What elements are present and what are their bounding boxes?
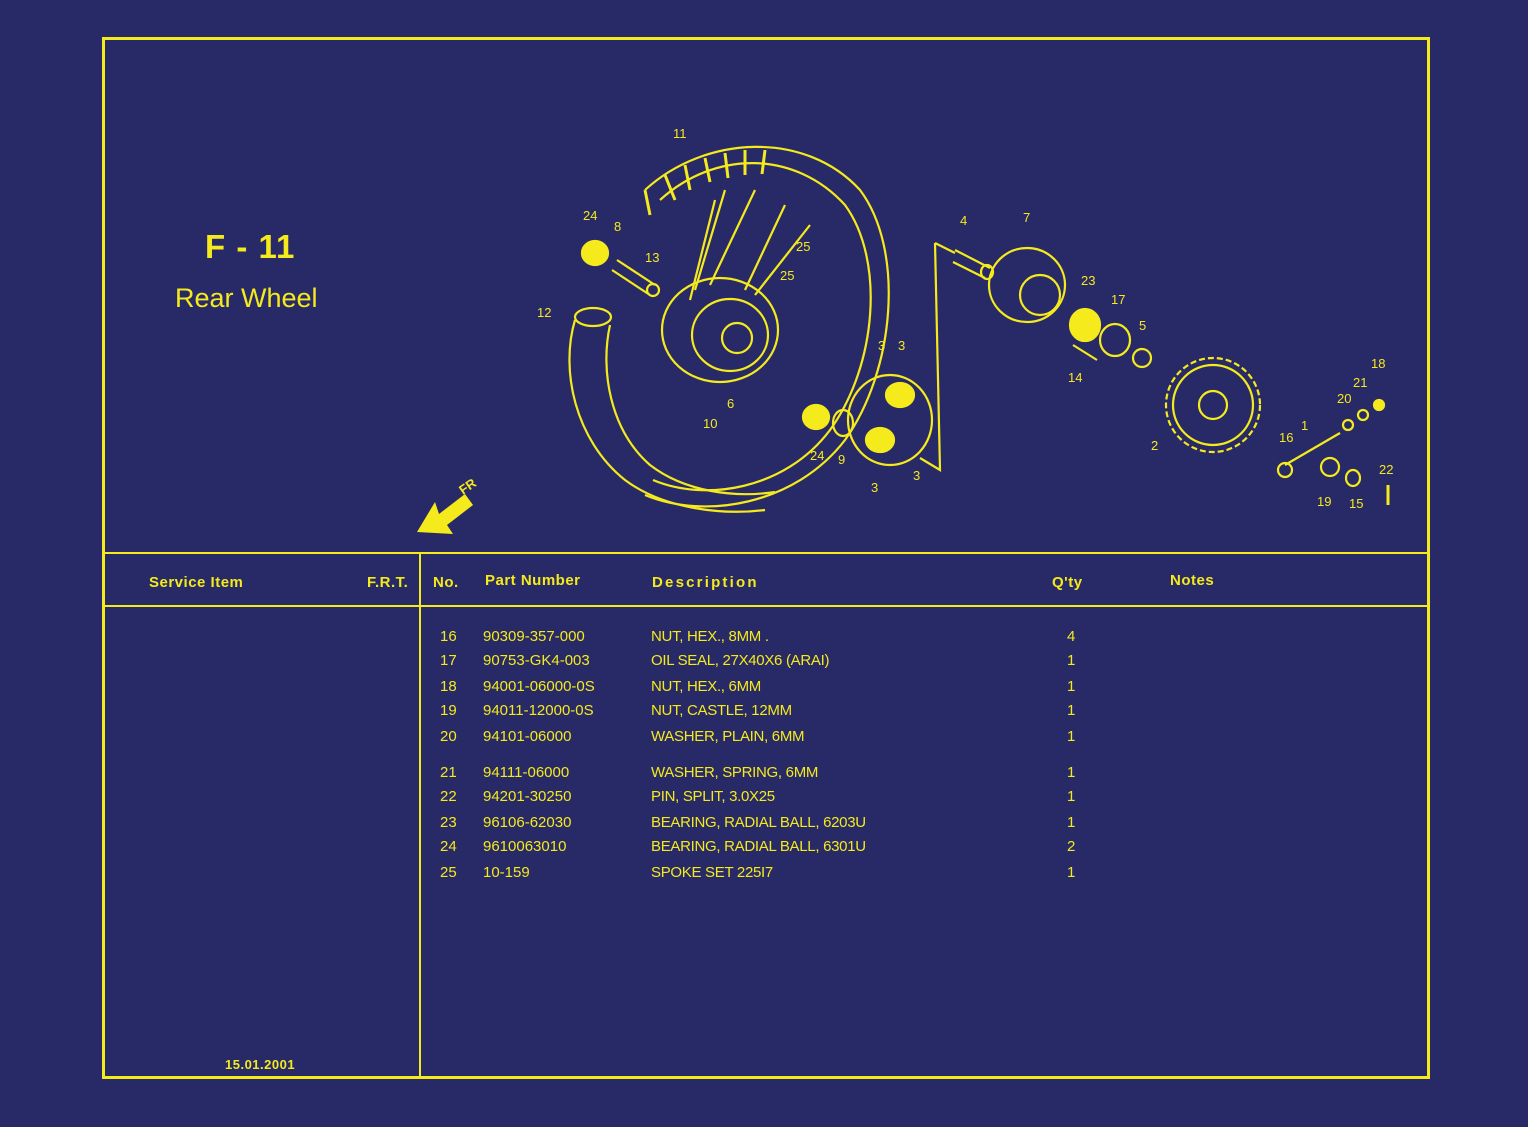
cell-qty: 1 <box>1067 728 1076 745</box>
cell-no: 23 <box>440 814 457 831</box>
svg-text:7: 7 <box>1023 210 1030 225</box>
cell-no: 22 <box>440 788 457 805</box>
divider <box>105 605 1427 607</box>
cell-part-number: 90309-357-000 <box>483 628 585 645</box>
cell-no: 19 <box>440 702 457 719</box>
cell-part-number: 94011-12000-0S <box>483 702 594 719</box>
svg-text:4: 4 <box>960 213 967 228</box>
header-frt: F.R.T. <box>367 574 409 591</box>
cell-part-number: 94111-06000 <box>483 764 570 781</box>
header-qty: Q'ty <box>1052 574 1083 591</box>
cell-qty: 1 <box>1067 764 1076 781</box>
cell-no: 20 <box>440 728 457 745</box>
cell-part-number: 94201-30250 <box>483 788 572 805</box>
sprocket-icon <box>1164 356 1262 454</box>
wheel-hub-icon <box>660 189 811 384</box>
svg-text:25: 25 <box>796 239 810 254</box>
svg-text:6: 6 <box>727 396 734 411</box>
svg-text:3: 3 <box>878 338 885 353</box>
svg-text:1: 1 <box>1301 418 1308 433</box>
svg-text:21: 21 <box>1353 375 1367 390</box>
cell-qty: 1 <box>1067 678 1076 695</box>
divider <box>105 552 1427 554</box>
svg-text:20: 20 <box>1337 391 1351 406</box>
header-no: No. <box>433 574 459 591</box>
svg-text:3: 3 <box>913 468 920 483</box>
svg-text:25: 25 <box>780 268 794 283</box>
svg-text:11: 11 <box>673 126 687 141</box>
cell-no: 18 <box>440 678 457 695</box>
svg-text:24: 24 <box>583 208 597 223</box>
header-description: Description <box>652 574 759 591</box>
cell-part-number: 10-159 <box>483 864 530 881</box>
cell-qty: 1 <box>1067 814 1076 831</box>
svg-text:18: 18 <box>1371 356 1385 371</box>
svg-text:2: 2 <box>1151 438 1158 453</box>
cell-part-number: 90753-GK4-003 <box>483 652 590 669</box>
cell-part-number: 9610063010 <box>483 838 567 855</box>
cell-qty: 1 <box>1067 864 1076 881</box>
cell-description: NUT, CASTLE, 12MM <box>651 702 792 719</box>
page-title: Rear Wheel <box>175 283 318 313</box>
cell-no: 17 <box>440 652 457 669</box>
cell-part-number: 94001-06000-0S <box>483 678 595 695</box>
svg-text:10: 10 <box>703 416 717 431</box>
cell-no: 25 <box>440 864 457 881</box>
page-code: F - 11 <box>205 228 296 265</box>
svg-text:3: 3 <box>871 480 878 495</box>
header-service-item: Service Item <box>149 574 244 591</box>
cell-description: PIN, SPLIT, 3.0X25 <box>651 788 775 805</box>
svg-text:22: 22 <box>1379 462 1393 477</box>
cell-description: SPOKE SET 225I7 <box>651 864 773 881</box>
cell-qty: 4 <box>1067 628 1076 645</box>
cell-description: NUT, HEX., 6MM <box>651 678 761 695</box>
svg-text:3: 3 <box>898 338 905 353</box>
svg-text:17: 17 <box>1111 292 1125 307</box>
svg-text:FR: FR <box>456 475 479 498</box>
sprocket-flange-icon <box>987 246 1067 324</box>
cell-description: BEARING, RADIAL BALL, 6203U <box>651 814 866 831</box>
cell-part-number: 96106-62030 <box>483 814 572 831</box>
cell-qty: 1 <box>1067 652 1076 669</box>
exploded-diagram: FR 11 24 8 13 12 25 25 6 10 24 9 3 3 3 3… <box>417 126 1393 534</box>
cell-description: OIL SEAL, 27X40X6 (ARAI) <box>651 652 830 669</box>
cell-qty: 1 <box>1067 702 1076 719</box>
cell-no: 16 <box>440 628 457 645</box>
svg-text:9: 9 <box>838 452 845 467</box>
svg-text:13: 13 <box>645 250 659 265</box>
cell-description: NUT, HEX., 8MM . <box>651 628 769 645</box>
cell-description: BEARING, RADIAL BALL, 6301U <box>651 838 866 855</box>
cell-qty: 2 <box>1067 838 1076 855</box>
cell-part-number: 94101-06000 <box>483 728 572 745</box>
front-direction-arrow-icon: FR <box>417 475 479 534</box>
svg-text:5: 5 <box>1139 318 1146 333</box>
header-part-number: Part Number <box>485 572 581 589</box>
parts-sheet-frame: F - 11 Rear Wheel <box>102 37 1430 1079</box>
header-notes: Notes <box>1170 572 1215 589</box>
cell-description: WASHER, SPRING, 6MM <box>651 764 819 781</box>
cell-no: 21 <box>440 764 457 781</box>
svg-text:8: 8 <box>614 219 621 234</box>
divider <box>419 552 421 1076</box>
svg-text:16: 16 <box>1279 430 1293 445</box>
svg-text:14: 14 <box>1068 370 1082 385</box>
cell-qty: 1 <box>1067 788 1076 805</box>
svg-text:23: 23 <box>1081 273 1095 288</box>
tube-icon <box>568 306 776 513</box>
svg-text:15: 15 <box>1349 496 1363 511</box>
tire-icon <box>643 145 890 508</box>
damper-rubber-icon <box>846 373 934 467</box>
svg-text:19: 19 <box>1317 494 1331 509</box>
revision-date: 15.01.2001 <box>225 1057 296 1072</box>
svg-text:24: 24 <box>810 448 824 463</box>
cell-description: WASHER, PLAIN, 6MM <box>651 728 805 745</box>
cell-no: 24 <box>440 838 457 855</box>
callout-labels: 11 24 8 13 12 25 25 6 10 24 9 3 3 3 3 4 … <box>537 126 1393 511</box>
svg-text:12: 12 <box>537 305 551 320</box>
